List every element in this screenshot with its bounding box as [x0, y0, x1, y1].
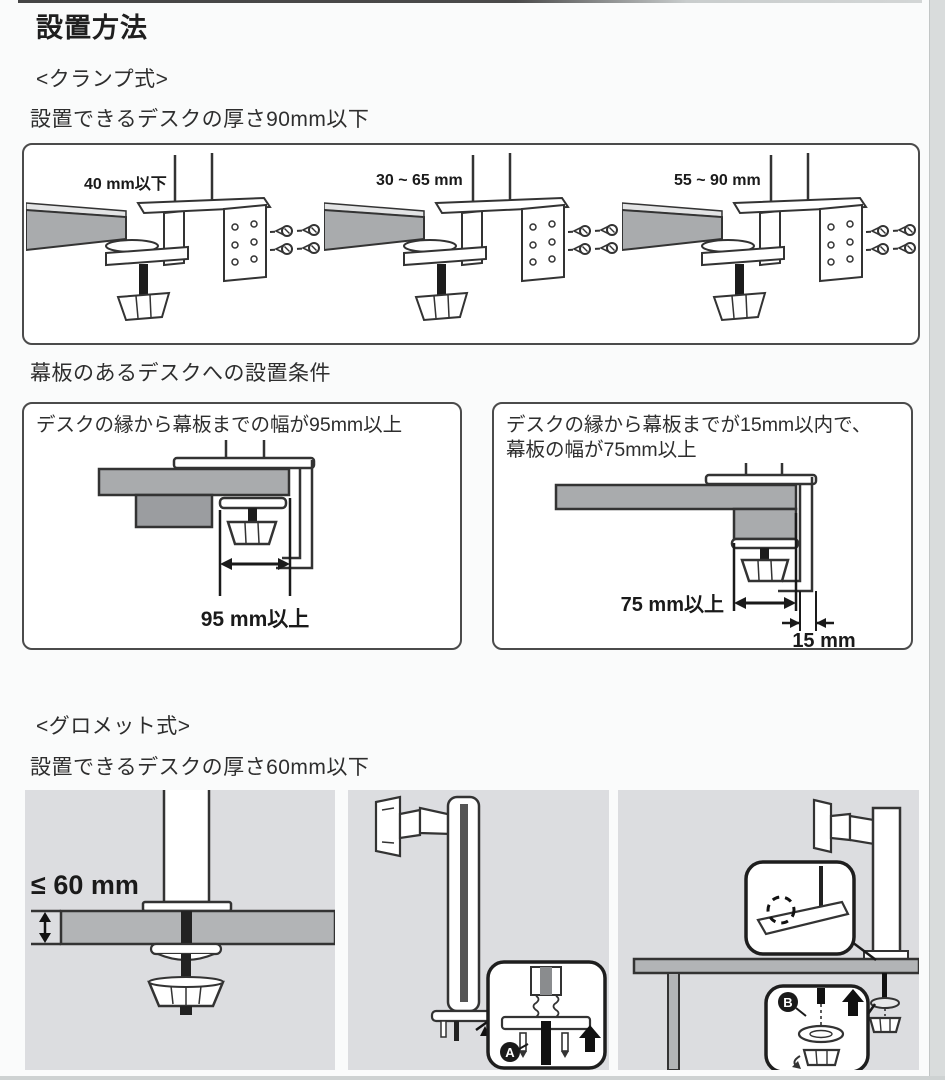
page-title: 設置方法 — [36, 13, 148, 43]
clamp-diagram-40mm: 40 mm以下 — [26, 145, 320, 343]
grommet-panel-arm-install: A — [348, 790, 609, 1070]
condition-box-95mm: デスクの縁から幕板までの幅が95mm以上 95 mm以上 — [22, 402, 462, 650]
grommet-panel-thickness-drawing: ≤ 60 mm — [31, 790, 335, 1015]
callout-b-label: B — [783, 995, 792, 1010]
clamp-diagram-55-90mm-drawing: 55 ~ 90 mm — [622, 145, 917, 343]
condition-box-75mm-text-line1: デスクの縁から幕板までが15mm以内で、 — [506, 414, 872, 436]
grommet-thickness-dim-label: ≤ 60 mm — [31, 870, 139, 900]
clamp-section-description: 設置できるデスクの厚さ90mm以下 — [30, 108, 370, 131]
condition-box-95mm-drawing: 95 mm以上 — [97, 439, 316, 631]
clamp-diagram-55-90mm: 55 ~ 90 mm — [622, 145, 916, 343]
grommet-section-heading: <グロメット式> — [36, 715, 191, 738]
condition-box-95mm-text: デスクの縁から幕板までの幅が95mm以上 — [36, 414, 403, 436]
clamp-diagram-30-65mm: 30 ~ 65 mm — [324, 145, 618, 343]
clamp-diagram-30-65mm-label: 30 ~ 65 mm — [376, 172, 463, 189]
grommet-panel-desk-install: B — [618, 790, 919, 1070]
clamp-diagrams-box: 40 mm以下 30 ~ 65 mm 55 ~ 90 mm — [22, 143, 920, 345]
condition-box-75mm-15mm: デスクの縁から幕板までが15mm以内で、 幕板の幅が75mm以上 75 mm以上… — [492, 402, 913, 650]
clamp-diagram-55-90mm-label: 55 ~ 90 mm — [674, 172, 761, 189]
photo-top-edge — [18, 0, 922, 3]
photo-bottom-edge — [0, 1076, 945, 1080]
makuita-section-heading: 幕板のあるデスクへの設置条件 — [30, 362, 331, 385]
condition-box-75mm-text-line2: 幕板の幅が75mm以上 — [506, 438, 697, 461]
clamp-diagram-30-65mm-drawing: 30 ~ 65 mm — [324, 145, 619, 343]
clamp-diagram-40mm-drawing: 40 mm以下 — [26, 145, 321, 343]
grommet-panel-thickness: ≤ 60 mm — [25, 790, 335, 1070]
grommet-panel-arm-drawing: A — [374, 795, 607, 1070]
grommet-panel-desk-drawing: B — [632, 798, 919, 1070]
clamp-section-heading: <クランプ式> — [36, 68, 169, 91]
photo-right-margin — [929, 0, 945, 1080]
condition-box-15mm-dim-label: 15 mm — [792, 630, 855, 649]
grommet-section-description: 設置できるデスクの厚さ60mm以下 — [30, 756, 370, 779]
callout-a-label: A — [505, 1045, 515, 1060]
condition-box-95mm-dim-label: 95 mm以上 — [201, 608, 310, 631]
clamp-diagram-40mm-label: 40 mm以下 — [84, 175, 167, 193]
condition-box-75mm-drawing: 75 mm以上 15 mm — [554, 462, 856, 649]
condition-box-75mm-dim-label: 75 mm以上 — [621, 593, 724, 616]
